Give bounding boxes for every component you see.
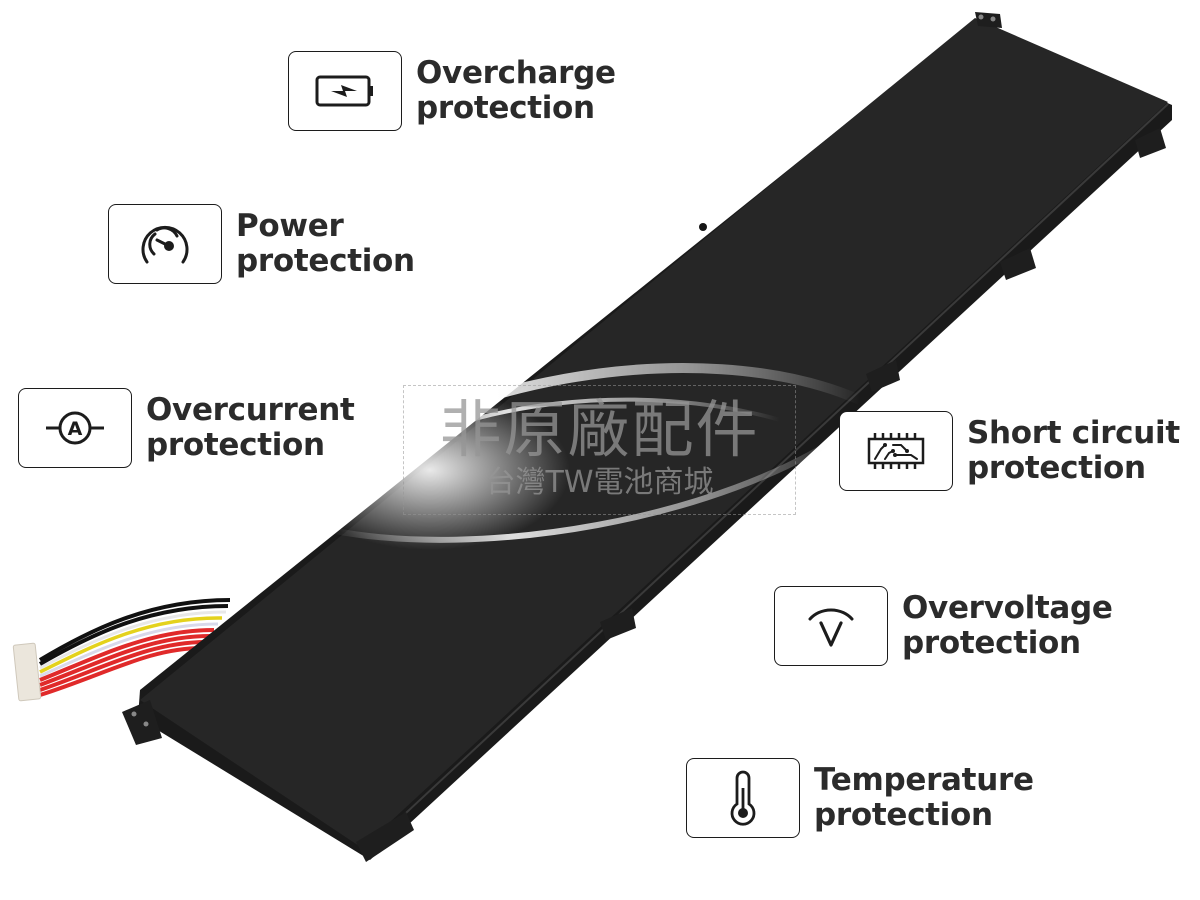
icon-box [288,51,402,131]
icon-box [839,411,953,491]
ammeter-icon: A [46,411,104,445]
watermark-main-text: 非原廠配件 [439,393,760,466]
watermark-sub-text: 台灣TW電池商城 [485,465,714,500]
feature-overcharge: Overcharge protection [288,51,616,131]
svg-text:A: A [68,418,83,440]
icon-box [774,586,888,666]
light-swirl-decoration [290,363,862,550]
thermometer-icon [730,770,756,826]
feature-label: Short circuit protection [967,415,1180,486]
feature-label: Temperature protection [814,762,1034,833]
feature-label: Overvoltage protection [902,590,1113,661]
icon-box [686,758,800,838]
feature-label: Power protection [236,208,415,279]
circuit-chip-icon [867,433,925,469]
gauge-icon [141,225,189,264]
feature-overvoltage: Overvoltage protection [774,586,1113,666]
voltage-icon [808,608,854,647]
feature-power: Power protection [108,204,415,284]
battery-body [122,12,1172,862]
battery-charge-icon [315,75,373,107]
feature-overcurrent: A Overcurrent protection [18,388,355,468]
watermark: 非原廠配件 台灣TW電池商城 [403,385,796,515]
feature-label: Overcurrent protection [146,392,355,463]
feature-temperature: Temperature protection [686,758,1034,838]
icon-box: A [18,388,132,468]
icon-box [108,204,222,284]
feature-short-circuit: Short circuit protection [839,411,1180,491]
feature-label: Overcharge protection [416,55,616,126]
cable-harness [12,598,231,702]
